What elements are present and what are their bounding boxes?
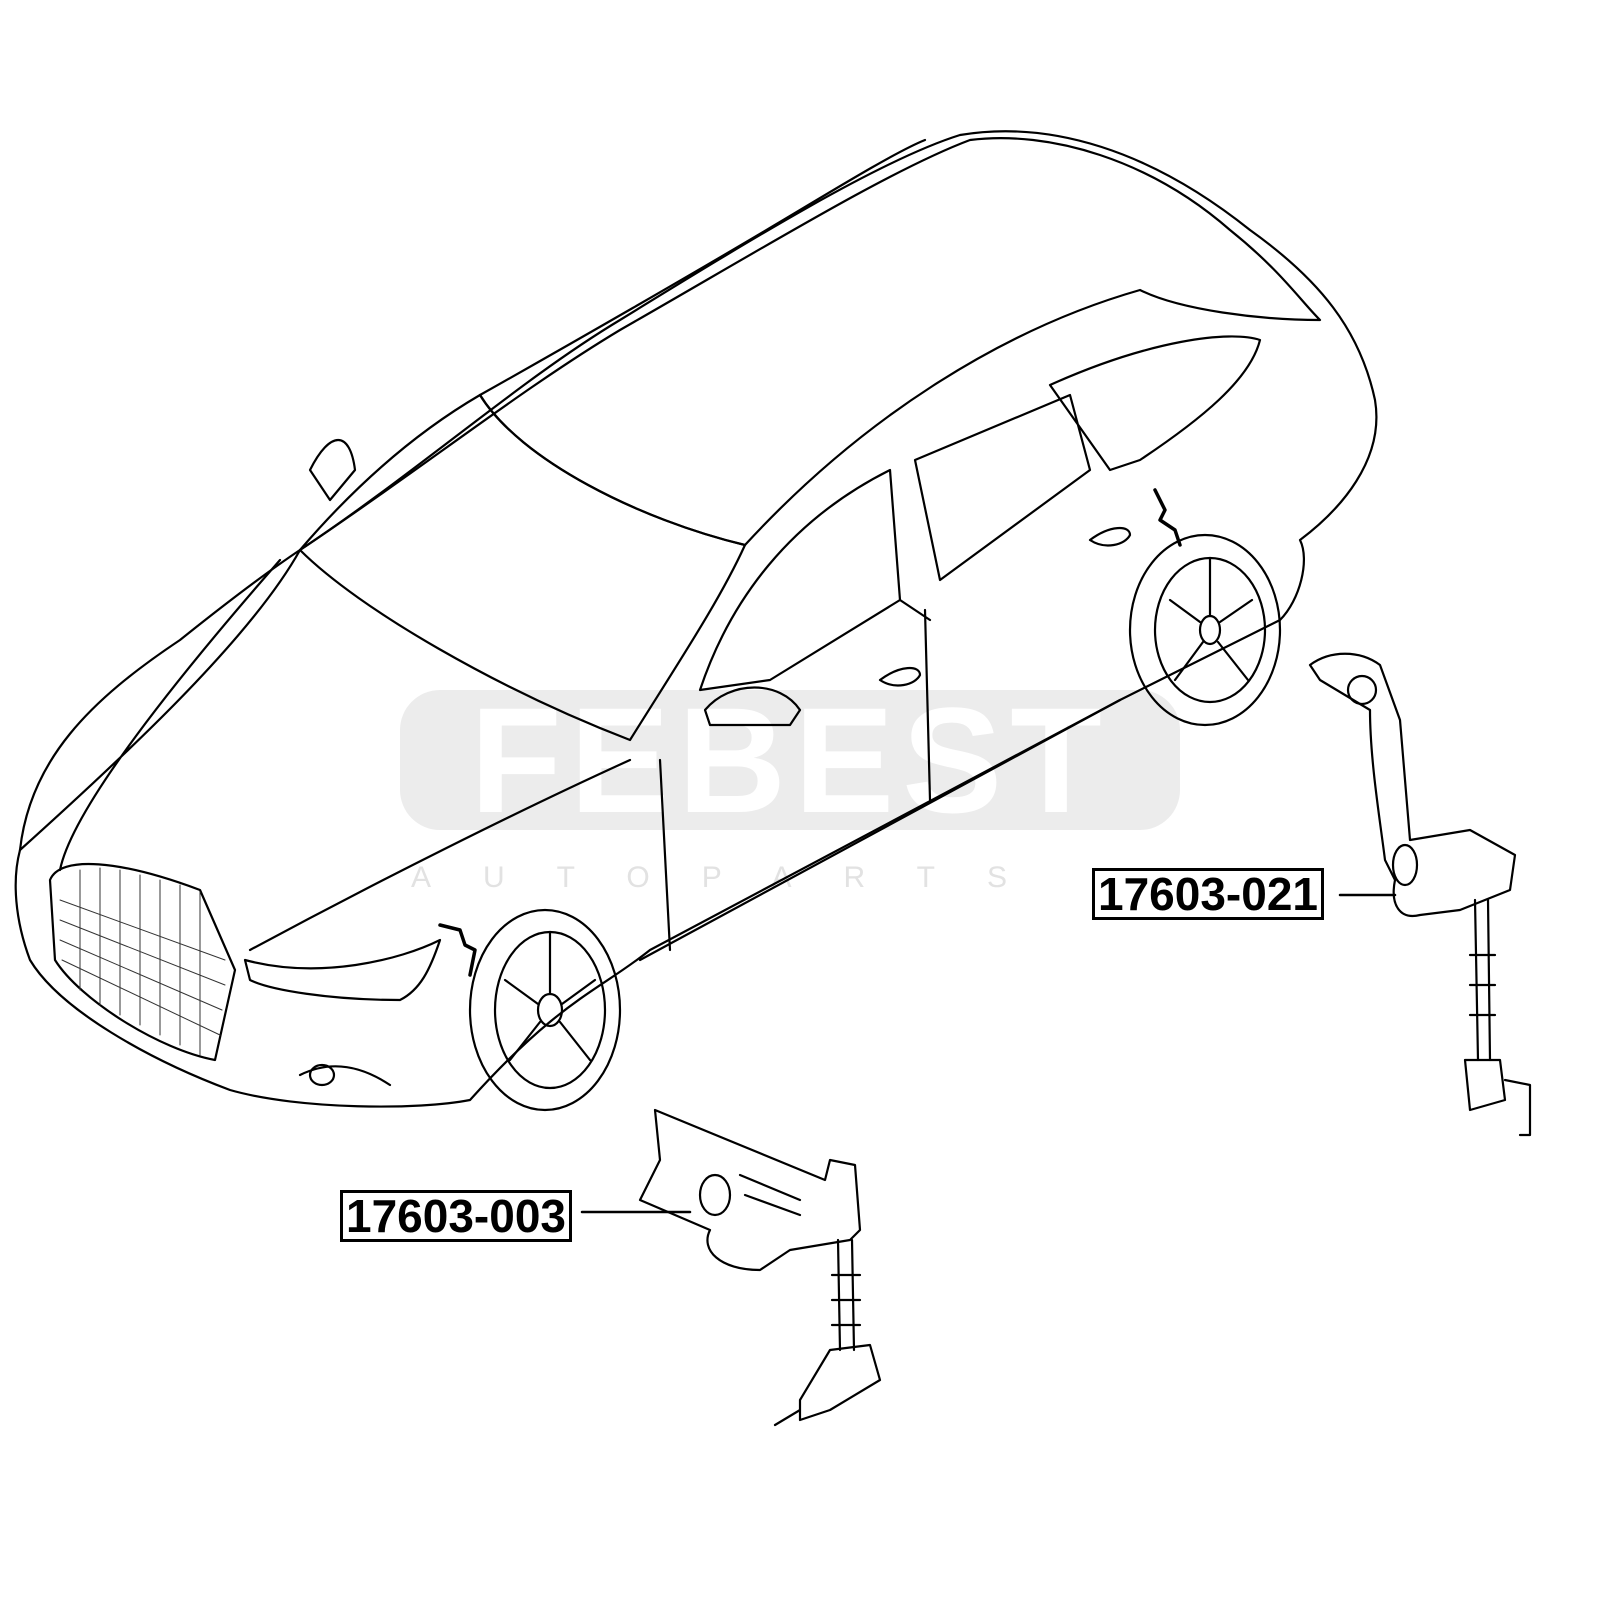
sensor-17603-003 — [638, 1108, 882, 1427]
car-side-windows — [698, 335, 1262, 692]
car-windshield — [298, 393, 747, 742]
car-hood — [18, 548, 632, 952]
watermark-brand: FEBEST — [470, 676, 1110, 844]
rear-wheel — [1128, 533, 1282, 727]
car-roof-line — [478, 138, 927, 397]
part-label-17603-003: 17603-003 — [340, 1190, 572, 1242]
car-headlight — [243, 938, 442, 1002]
car-body-outline — [14, 130, 1378, 1108]
car-doors — [638, 527, 1132, 962]
part-label-17603-021: 17603-021 — [1092, 868, 1324, 920]
front-sensor-marker — [438, 923, 477, 977]
car-grille-mesh — [59, 867, 226, 1056]
front-wheel — [468, 908, 622, 1112]
rear-sensor-marker — [1153, 488, 1182, 547]
car-grille — [48, 862, 237, 1062]
car-mirror-left — [308, 439, 357, 502]
watermark-subtitle: AUTOPARTS — [410, 861, 1060, 894]
sensor-17603-021 — [1308, 652, 1532, 1137]
car-fog-light — [298, 1063, 392, 1087]
car-mirror-right — [703, 686, 802, 727]
